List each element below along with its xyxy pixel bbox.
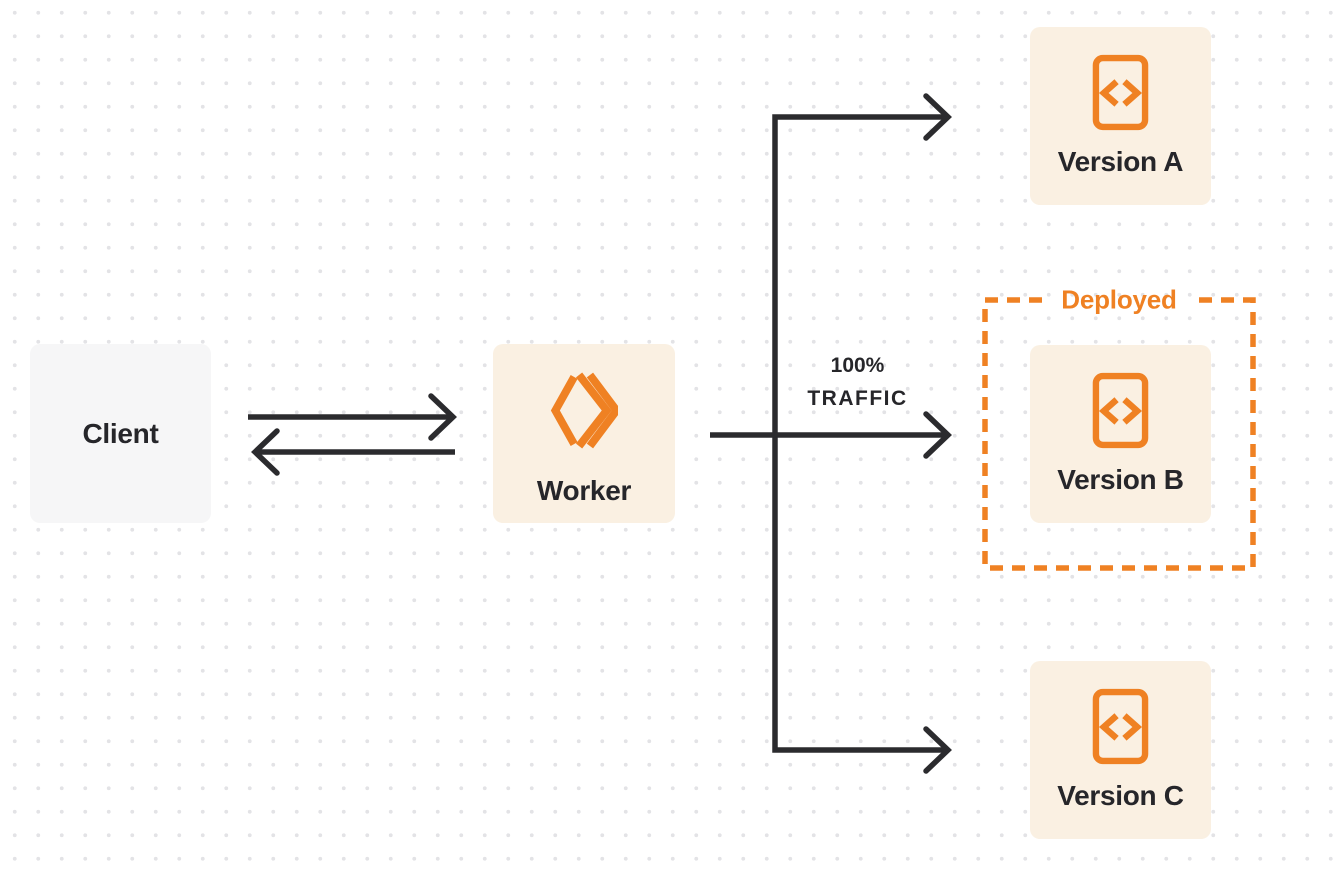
client-label: Client xyxy=(82,417,159,449)
traffic-percent: 100% xyxy=(830,354,885,377)
version-b-node: Version B xyxy=(1030,345,1211,523)
version-c-label: Version C xyxy=(1057,780,1184,811)
version-a-label: Version A xyxy=(1057,146,1184,177)
arrowhead-version-c xyxy=(923,726,952,774)
code-file-icon xyxy=(1092,372,1149,449)
response-arrow xyxy=(251,428,455,476)
cloudflare-worker-icon xyxy=(550,372,618,449)
client-node: Client xyxy=(30,344,211,523)
arrowhead-version-b xyxy=(923,411,952,459)
traffic-label: 100% TRAFFIC xyxy=(790,349,925,415)
traffic-word: TRAFFIC xyxy=(807,387,908,410)
worker-label: Worker xyxy=(536,475,632,506)
version-b-label: Version B xyxy=(1057,464,1184,495)
worker-node: Worker xyxy=(493,344,675,523)
code-file-icon xyxy=(1092,54,1149,131)
deployed-label: Deployed xyxy=(1061,284,1177,315)
arrowhead-version-a xyxy=(923,93,952,141)
version-a-node: Version A xyxy=(1030,27,1211,205)
traffic-branch-lines xyxy=(710,93,952,774)
request-arrow xyxy=(248,393,457,441)
version-c-node: Version C xyxy=(1030,661,1211,839)
code-file-icon xyxy=(1092,688,1149,765)
